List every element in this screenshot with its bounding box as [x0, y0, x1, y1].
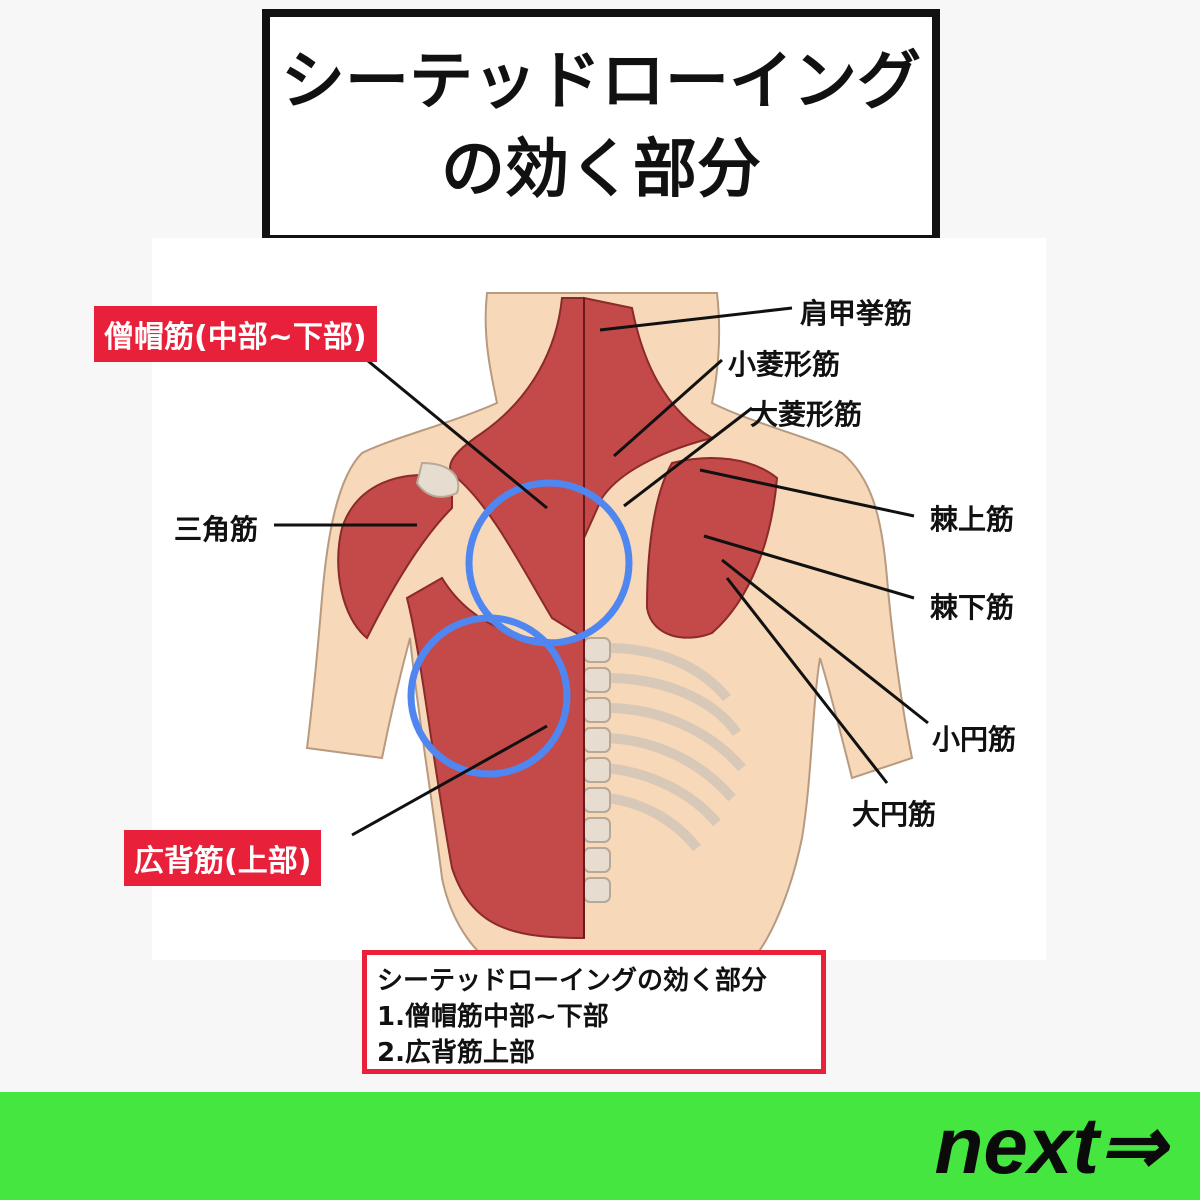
label-infraspinatus: 棘下筋 — [930, 591, 1015, 624]
footer-bar: next⇒ — [0, 1092, 1200, 1200]
summary-heading: シーテッドローイングの効く部分 — [377, 966, 768, 996]
label-deltoid: 三角筋 — [174, 513, 259, 546]
label-levator-scapulae: 肩甲挙筋 — [800, 297, 913, 330]
label-rhomboid-minor: 小菱形筋 — [728, 348, 841, 381]
label-teres-major: 大円筋 — [852, 798, 937, 831]
scapula-left — [415, 461, 460, 498]
summary-box: シーテッドローイングの効く部分 1.僧帽筋中部~下部 2.広背筋上部 — [362, 950, 826, 1074]
back-muscle-illustration: 僧帽筋(中部~下部) 広背筋(上部) 三角筋 肩甲挙筋 小菱形筋 大菱形筋 棘上… — [94, 238, 1046, 960]
title-box: シーテッドローイング の効く部分 — [262, 9, 940, 243]
ribs — [606, 643, 746, 852]
summary-item-1: 1.僧帽筋中部~下部 — [377, 1002, 609, 1032]
next-button[interactable]: next⇒ — [934, 1101, 1166, 1190]
title-line-1: シーテッドローイング — [281, 45, 921, 119]
trapezius-muscle — [449, 297, 585, 640]
highlight-circle-latissimus — [407, 614, 571, 778]
deltoid-muscle — [337, 474, 453, 640]
summary-item-2: 2.広背筋上部 — [377, 1038, 535, 1068]
anatomy-svg — [274, 292, 929, 960]
label-teres-minor: 小円筋 — [932, 723, 1017, 756]
label-rhomboid-major: 大菱形筋 — [750, 398, 863, 431]
label-latissimus: 広背筋(上部) — [124, 830, 322, 886]
title-line-2: の効く部分 — [441, 133, 761, 207]
scapula-right — [645, 457, 779, 639]
label-trapezius: 僧帽筋(中部~下部) — [94, 306, 377, 362]
label-supraspinatus: 棘上筋 — [930, 503, 1015, 536]
spine — [583, 637, 611, 903]
leader-lines — [274, 306, 929, 837]
